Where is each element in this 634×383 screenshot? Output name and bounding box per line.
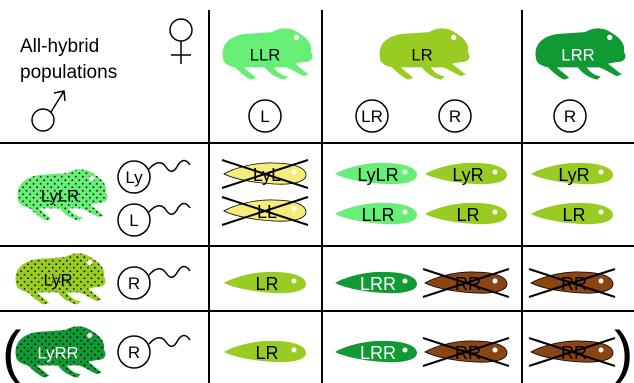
row-3-male-frog: LyRR (15, 326, 106, 378)
offspring-r1c2-1-label: LyLR (357, 165, 398, 185)
row-3-male-frog-label: LyRR (37, 343, 78, 362)
female-symbol-icon (169, 18, 193, 64)
header-title-line1: All-hybrid (20, 36, 99, 57)
row-1-sperm-2-tail (148, 202, 191, 215)
column-2-gamete-2: R (438, 99, 472, 133)
offspring-r1c2-1: LyLR (335, 162, 417, 185)
close-parenthesis: ) (614, 320, 633, 383)
row-1-sperm-2-label: L (129, 211, 138, 230)
column-1-gamete-1-label: L (260, 107, 269, 126)
row-2-sperm-1-tail (148, 265, 191, 278)
offspring-r1c1-1: LyL (221, 159, 309, 189)
offspring-r3c1-1: LR (224, 340, 306, 363)
offspring-r3c2-2: RR (422, 337, 510, 367)
column-3-gamete-1: R (553, 99, 587, 133)
column-3-frog-label: LRR (561, 45, 594, 64)
offspring-r2c2-1-label: LRR (360, 274, 396, 294)
male-symbol-icon (31, 90, 66, 132)
offspring-r2c3-1: RR (528, 268, 616, 298)
offspring-r1c2-3: LLR (335, 202, 417, 225)
row-1-sperm-1-tail (148, 159, 191, 172)
row-2-male-frog-label: LyR (43, 270, 72, 289)
column-1-frog: LLR (222, 28, 313, 80)
offspring-r1c2-3-label: LLR (361, 205, 394, 225)
open-parenthesis: ( (2, 320, 21, 383)
column-2-gamete-1: LR (355, 99, 389, 133)
grid-lines (0, 10, 634, 383)
column-2-gamete-1-label: LR (361, 107, 383, 126)
header-label: All-hybrid populations (20, 36, 117, 83)
offspring-r3c3-1: RR (528, 337, 616, 367)
row-1-sperm-2: L (117, 202, 191, 237)
offspring-r1c3-1: LyR (531, 162, 613, 185)
offspring-r1c2-2-label: LyR (452, 165, 483, 185)
row-1-sperm-1-label: Ly (125, 168, 143, 187)
row-1-male-frog: LyLR (17, 169, 108, 221)
offspring-r1c2-4: LR (425, 202, 507, 225)
row-2-male-frog: LyR (15, 253, 106, 305)
row-3-sperm-1: R (117, 334, 191, 369)
offspring-r1c3-2: LR (531, 202, 613, 225)
column-2-gamete-2-label: R (449, 107, 461, 126)
column-1-frog-label: LLR (250, 45, 281, 64)
offspring-r3c1-1-label: LR (255, 343, 278, 363)
column-3-gamete-1-label: R (564, 107, 576, 126)
row-2-sperm-1: R (117, 265, 191, 300)
offspring-r1c2-4-label: LR (456, 205, 479, 225)
offspring-r2c1-1: LR (224, 271, 306, 294)
row-3-sperm-1-label: R (128, 343, 140, 362)
offspring-r1c3-1-label: LyR (558, 165, 589, 185)
offspring-r1c1-2: LL (221, 196, 309, 226)
offspring-r1c2-2: LyR (425, 162, 507, 185)
offspring-r3c2-1-label: LRR (360, 343, 396, 363)
column-2-frog-label: LR (411, 45, 432, 64)
column-3-frog: LRR (535, 28, 626, 80)
column-2-frog: LR (379, 28, 470, 80)
row-1-sperm-1: Ly (117, 159, 191, 194)
header-title-line2: populations (20, 62, 117, 83)
offspring-r2c1-1-label: LR (255, 274, 278, 294)
offspring-r2c2-2: RR (422, 268, 510, 298)
offspring-r1c3-2-label: LR (562, 205, 585, 225)
row-3-sperm-1-tail (148, 334, 191, 347)
row-1-male-frog-label: LyLR (41, 186, 79, 205)
offspring-r3c2-1: LRR (335, 340, 417, 363)
column-1-gamete-1: L (248, 99, 282, 133)
row-2-sperm-1-label: R (128, 274, 140, 293)
offspring-r2c2-1: LRR (335, 271, 417, 294)
